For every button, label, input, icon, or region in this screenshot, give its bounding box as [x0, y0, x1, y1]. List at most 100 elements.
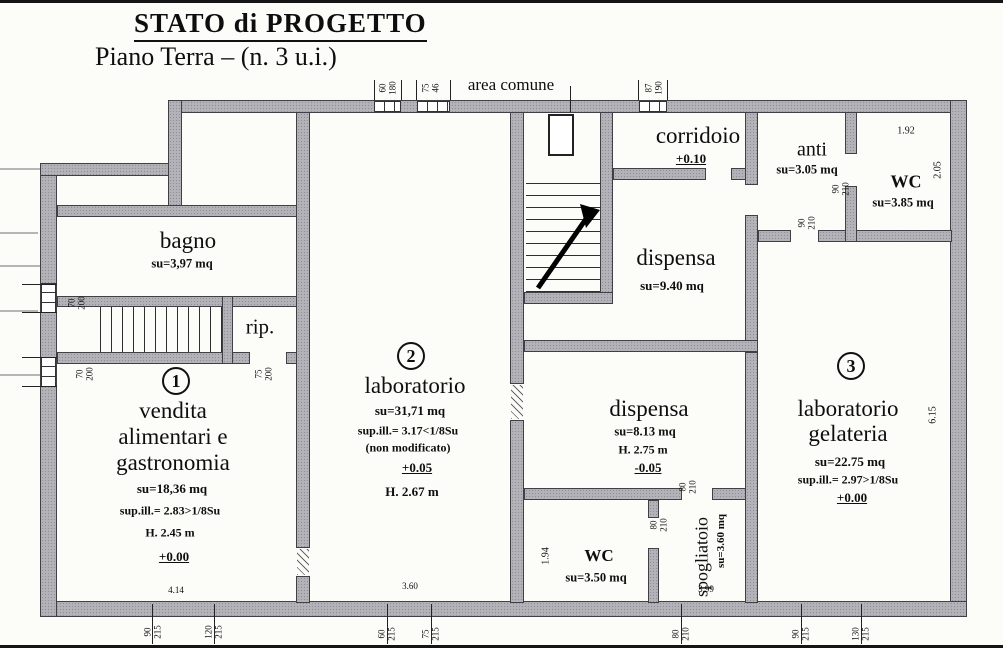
- wall-anti-bottom-b: [818, 230, 952, 242]
- opening-dim-top-1: 60 180: [378, 81, 398, 95]
- stairwell-landing-box: [548, 114, 574, 156]
- measure-spogliatoio-width: 3.99: [698, 584, 714, 594]
- room-label-dispensa-nord: dispensa: [636, 245, 716, 270]
- room-label-vendita-3: gastronomia: [116, 450, 230, 475]
- dimension-tick: [22, 312, 57, 313]
- wall-dispensa-bottom: [524, 340, 758, 352]
- measure-wc-nord-depth: 2.05: [932, 161, 944, 179]
- unit-number-3: 3: [837, 352, 865, 380]
- wall-outer-topleft: [40, 163, 182, 176]
- opening-height: 215: [152, 625, 162, 639]
- scan-artifact: [0, 310, 38, 312]
- unit-number-2: 2: [397, 342, 425, 370]
- room-area-dispensa-nord: su=9.40 mq: [640, 278, 704, 293]
- room-label-gelateria-1: laboratorio: [797, 396, 899, 421]
- dimension-tick: [431, 604, 432, 644]
- opening-height: 210: [840, 182, 850, 196]
- room-label-vendita-1: vendita: [139, 398, 207, 423]
- room-label-wc-sud: WC: [584, 546, 614, 565]
- dimension-tick: [387, 604, 388, 644]
- wall-stairwell-right: [600, 112, 613, 304]
- room-label-laboratorio: laboratorio: [364, 373, 466, 398]
- room-area-wc-sud: su=3.50 mq: [565, 570, 627, 585]
- opening-height: 46: [430, 83, 440, 93]
- dimension-tick: [401, 80, 402, 100]
- measure-gelateria-depth: 6.15: [927, 406, 939, 424]
- scan-artifact: [0, 232, 38, 234]
- door-opening: [297, 549, 309, 575]
- door-opening: [511, 385, 523, 419]
- opening-dim-bottom-3: 60 215: [377, 627, 397, 641]
- room-label-dispensa-sud: dispensa: [609, 396, 689, 421]
- opening-dim-bottom-7: 130 215: [851, 627, 871, 641]
- wall-dispensa-right-a: [745, 112, 758, 185]
- opening-dim-spogliatoio: 80 210: [649, 518, 669, 532]
- scan-artifact: [0, 265, 40, 267]
- opening-height: 200: [76, 296, 86, 310]
- drawing-subtitle: Piano Terra – (n. 3 u.i.): [95, 42, 337, 71]
- dimension-tick: [214, 604, 215, 644]
- opening-dim-bottom-1: 90 215: [143, 625, 163, 639]
- room-area-spogliatoio: su=3.60 mq: [715, 514, 727, 568]
- opening-dim-bottom-4: 75 215: [421, 627, 441, 641]
- opening-height: 200: [84, 367, 94, 381]
- opening-dim-bottom-2: 120 215: [204, 625, 224, 639]
- wall-central-a: [296, 112, 310, 548]
- scan-artifact: [0, 374, 40, 376]
- opening-dim-left-2: 70 200: [75, 367, 95, 381]
- wall-spogliatoio-right: [745, 352, 758, 603]
- quota-gelateria: +0.00: [836, 490, 868, 505]
- room-area-gelateria: su=22.75 mq: [814, 454, 886, 469]
- room-height-dispensa-sud: H. 2.75 m: [618, 442, 668, 457]
- opening-height: 180: [387, 81, 397, 95]
- opening-height: 210: [658, 518, 668, 532]
- room-area-bagno: su=3,97 mq: [151, 256, 213, 271]
- room-label-wc-nord: WC: [890, 171, 922, 192]
- wall-rip-left: [222, 296, 233, 364]
- opening-dim-anti-wc: 90 210: [831, 182, 851, 196]
- room-note-laboratorio: (non modificato): [365, 440, 451, 455]
- opening-height: 210: [806, 216, 816, 230]
- opening-dim-left-1: 70 200: [67, 296, 87, 310]
- wall-anti-bottom-a: [758, 230, 791, 242]
- staircase-central: [526, 178, 600, 292]
- room-label-bagno: bagno: [159, 228, 217, 253]
- scan-artifact: [0, 168, 40, 170]
- room-label-area-comune: area comune: [467, 75, 555, 94]
- quota-laboratorio: +0.05: [401, 460, 433, 475]
- opening-height: 210: [680, 627, 690, 641]
- room-area-laboratorio: su=31,71 mq: [374, 403, 446, 418]
- wall-laboratorio-right-a: [510, 112, 524, 384]
- opening-dim-bottom-6: 90 215: [791, 627, 811, 641]
- room-label-gelateria-2: gelateria: [808, 421, 888, 446]
- room-supill-laboratorio: sup.ill.= 3.17<1/8Su: [357, 423, 459, 438]
- room-area-anti: su=3.05 mq: [776, 162, 838, 177]
- dimension-tick: [22, 386, 57, 387]
- opening-dim-dispensa: 80 210: [678, 480, 698, 494]
- dimension-tick: [22, 357, 57, 358]
- opening-dim-top-2: 75 46: [421, 83, 441, 93]
- unit-number-1: 1: [162, 367, 190, 395]
- wall-dispensa2-bottom-a: [524, 488, 682, 500]
- stair-direction-arrow: [535, 204, 600, 290]
- opening-dim-rip: 75 200: [254, 367, 274, 381]
- opening-height: 200: [263, 367, 273, 381]
- wall-bagno-top: [57, 205, 309, 217]
- measure-laboratorio-width: 3.60: [402, 581, 418, 591]
- room-area-dispensa-sud: su=8.13 mq: [614, 424, 676, 439]
- wall-bagno-bottom: [57, 296, 309, 307]
- dimension-tick: [638, 80, 639, 100]
- dimension-tick: [416, 80, 417, 100]
- quota-dispensa-sud: -0.05: [634, 460, 662, 475]
- wall-corridoio-bottom-a: [613, 168, 706, 180]
- opening-height: 215: [800, 627, 810, 641]
- wall-spogliatoio-left-a: [648, 500, 659, 518]
- dimension-tick: [374, 80, 375, 100]
- dimension-tick: [681, 604, 682, 644]
- wall-stair-bottom-a: [57, 352, 250, 364]
- opening-height: 215: [430, 627, 440, 641]
- wall-outer-top: [168, 100, 965, 113]
- wall-outer-right: [950, 100, 967, 617]
- drawing-title: STATO di PROGETTO: [134, 8, 427, 42]
- opening-height: 215: [213, 625, 223, 639]
